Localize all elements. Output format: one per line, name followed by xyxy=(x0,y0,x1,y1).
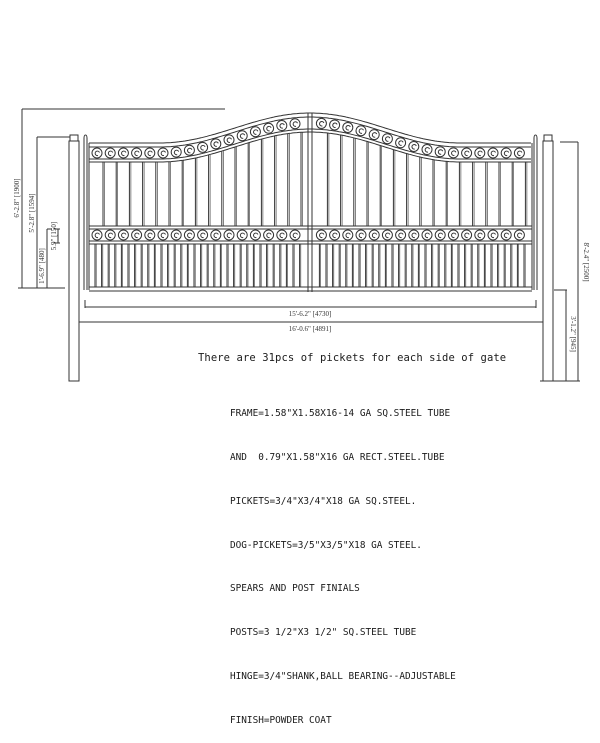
scroll-ornament xyxy=(170,146,182,158)
scroll-ornament xyxy=(131,229,143,241)
scroll-ornament xyxy=(91,147,103,159)
left-dimension-lines xyxy=(18,108,225,289)
scroll-ornament xyxy=(197,141,209,153)
scroll-ornament xyxy=(236,229,248,241)
dim-gate-width: 15'-6.2" [4730] xyxy=(289,310,332,318)
scroll-ornament xyxy=(183,229,195,241)
right-dimension-lines xyxy=(540,141,580,382)
scroll-ornament xyxy=(104,147,116,159)
dim-scroll-band: 5.9" [150] xyxy=(50,222,58,251)
scroll-ornament xyxy=(421,144,433,156)
scroll-ornament xyxy=(289,118,301,130)
spec-finials: SPEARS AND POST FINIALS xyxy=(230,583,360,595)
scroll-ornament xyxy=(408,140,420,152)
scroll-ornament xyxy=(487,229,499,241)
scroll-ornament xyxy=(210,229,222,241)
scroll-ornament xyxy=(329,229,341,241)
scroll-ornament xyxy=(355,229,367,241)
scroll-ornament xyxy=(329,119,341,131)
scroll-ornament xyxy=(131,147,143,159)
scroll-ornament xyxy=(210,138,222,150)
scroll-ornament xyxy=(461,229,473,241)
scroll-ornament xyxy=(144,147,156,159)
scroll-ornament xyxy=(355,125,367,137)
scroll-ornament xyxy=(434,229,446,241)
spec-posts: POSTS=3 1/2"X3 1/2" SQ.STEEL TUBE xyxy=(230,627,417,639)
scroll-ornament xyxy=(368,129,380,141)
scroll-ornament xyxy=(117,147,129,159)
scroll-ornament xyxy=(276,229,288,241)
scroll-ornament xyxy=(487,147,499,159)
spec-list: FRAME=1.58"X1.58X16-14 GA SQ.STEEL TUBE … xyxy=(230,378,456,743)
scroll-ornament xyxy=(513,147,525,159)
scroll-ornament xyxy=(157,229,169,241)
scroll-ornament xyxy=(249,126,261,138)
picket-count-note: There are 31pcs of pickets for each side… xyxy=(198,352,507,364)
scroll-ornament xyxy=(342,121,354,133)
scroll-ornament xyxy=(263,229,275,241)
bottom-dimension-lines xyxy=(79,300,543,323)
left-post xyxy=(68,134,80,382)
scroll-ornament xyxy=(117,229,129,241)
scroll-ornament xyxy=(236,130,248,142)
dim-overall-height: 6'-2.8" [1900] xyxy=(13,178,21,217)
scroll-ornament xyxy=(315,229,327,241)
spec-frame-rect: AND 0.79"X1.58"X16 GA RECT.STEEL.TUBE xyxy=(230,451,445,463)
scroll-ornament xyxy=(500,147,512,159)
scroll-ornament xyxy=(381,133,393,145)
scroll-ornament xyxy=(104,229,116,241)
scroll-ornament xyxy=(223,229,235,241)
dim-post-underground: 3'-1.2" [945] xyxy=(569,316,577,352)
dim-gate-height: 5'-2.8" [1594] xyxy=(28,193,36,232)
scroll-ornament xyxy=(408,229,420,241)
scroll-ornament xyxy=(500,229,512,241)
scroll-ornament xyxy=(157,147,169,159)
scroll-ornament xyxy=(381,229,393,241)
dimension-labels: 6'-2.8" [1900] 5'-2.8" [1594] 5.9" [150] 1'… xyxy=(13,178,590,351)
scroll-ornament xyxy=(289,229,301,241)
scroll-ornament xyxy=(368,229,380,241)
scroll-ornament xyxy=(474,147,486,159)
scroll-ornament xyxy=(276,120,288,132)
dim-lower-section: 1'-6.9" [480] xyxy=(38,248,46,284)
gate-elevation-drawing: 6'-2.8" [1900] 5'-2.8" [1594] 5.9" [150] 1'… xyxy=(13,108,590,382)
spec-dog-pickets: DOG-PICKETS=3/5"X3/5"X18 GA STEEL. xyxy=(230,539,422,551)
scroll-ornament xyxy=(91,229,103,241)
scroll-ornament xyxy=(249,229,261,241)
scroll-ornament xyxy=(421,229,433,241)
scroll-ornament xyxy=(263,122,275,134)
scroll-ornament xyxy=(183,144,195,156)
spec-hinge: HINGE=3/4"SHANK,BALL BEARING--ADJUSTABLE xyxy=(230,670,456,682)
scroll-ornament xyxy=(447,147,459,159)
right-post xyxy=(542,134,554,382)
scroll-ornament xyxy=(170,229,182,241)
scroll-ornament xyxy=(315,117,327,129)
scroll-ornament xyxy=(474,229,486,241)
scroll-ornament xyxy=(342,229,354,241)
scroll-ornament xyxy=(434,146,446,158)
spec-pickets: PICKETS=3/4"X3/4"X18 GA SQ.STEEL. xyxy=(230,495,417,507)
dim-opening-width: 16'-0.6" [4891] xyxy=(289,325,332,333)
scroll-ornament xyxy=(461,147,473,159)
scroll-ornament xyxy=(513,229,525,241)
spec-frame: FRAME=1.58"X1.58X16-14 GA SQ.STEEL TUBE xyxy=(230,408,451,420)
scroll-ornament xyxy=(197,229,209,241)
scroll-ornament xyxy=(395,229,407,241)
scroll-ornament xyxy=(395,137,407,149)
scroll-ornament xyxy=(223,134,235,146)
spec-finish: FINISH=POWDER COAT xyxy=(230,714,332,726)
gate xyxy=(88,112,533,292)
scroll-ornament xyxy=(447,229,459,241)
dim-post-height: 8'-2.4" [2500] xyxy=(582,242,590,281)
scroll-ornament xyxy=(144,229,156,241)
